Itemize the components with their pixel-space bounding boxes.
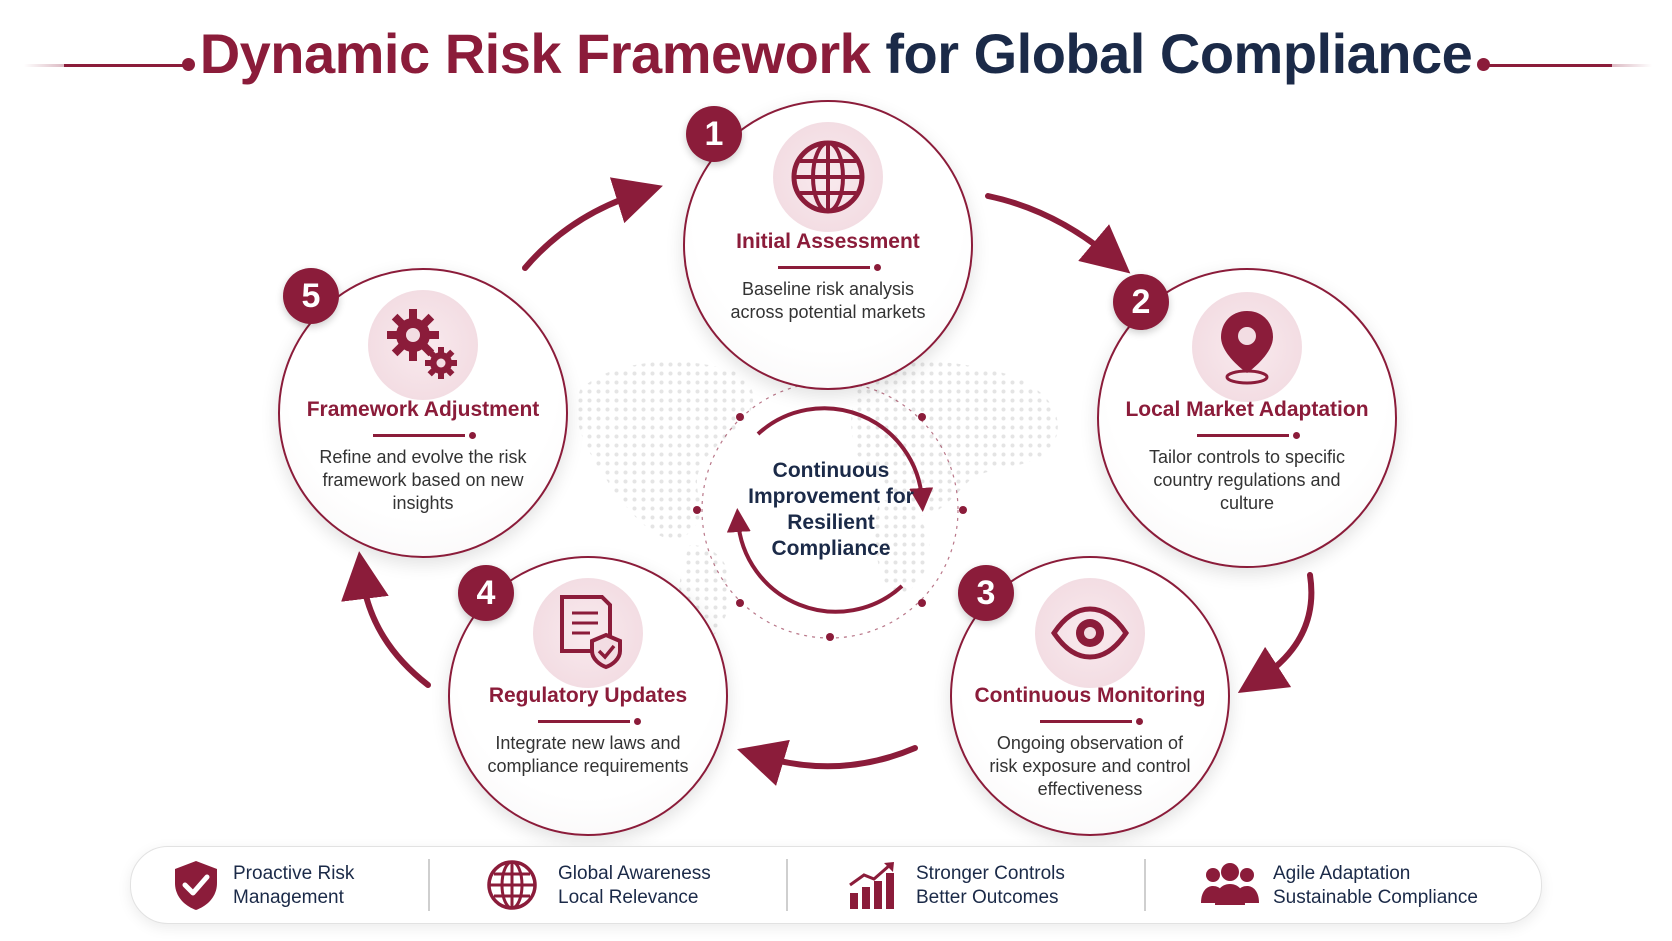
arrow-3-to-4 <box>737 739 918 786</box>
step-divider <box>778 266 870 269</box>
benefit-line-2: Local Relevance <box>558 887 699 908</box>
step-divider <box>538 720 630 723</box>
gears-icon <box>387 309 457 379</box>
world-map-background <box>576 361 1058 643</box>
step-divider <box>1040 720 1132 723</box>
benefit-line-1: Agile Adaptation <box>1273 863 1411 884</box>
step-icon-bg <box>1035 578 1145 688</box>
step-number-badge-2: 2 <box>1113 274 1169 330</box>
center-cycle-label: Continuous Improvement for Resilient Com… <box>748 459 914 560</box>
step-icon-bg <box>533 578 643 688</box>
globe-icon <box>487 860 537 910</box>
page-title: Dynamic Risk Framework for Global Compli… <box>0 18 1672 90</box>
benefit-item: Agile Adaptation Sustainable Compliance <box>1201 847 1531 923</box>
benefit-item: Global Awareness Local Relevance <box>486 847 786 923</box>
title-part-2: for Global Compliance <box>885 22 1473 85</box>
title-dot-left <box>182 58 195 71</box>
step-title: Regulatory Updates <box>488 684 688 707</box>
step-divider-dot <box>634 718 641 725</box>
step-description: Ongoing observation of risk exposure and… <box>989 733 1191 799</box>
step-description: Tailor controls to specific country regu… <box>1148 447 1346 513</box>
growth-chart-icon <box>849 862 894 909</box>
step-divider-dot <box>469 432 476 439</box>
step-description: Integrate new laws and compliance requir… <box>487 733 689 776</box>
eye-icon <box>1050 606 1130 660</box>
step-number-badge-4: 4 <box>458 565 514 621</box>
title-part-1: Dynamic Risk Framework <box>199 22 871 85</box>
benefit-separator <box>428 859 430 911</box>
shield-check-icon <box>175 861 217 910</box>
benefit-line-2: Management <box>233 887 344 908</box>
step-number-badge-1: 1 <box>686 106 742 162</box>
title-line-left <box>64 64 188 67</box>
arrow-2-to-3 <box>1237 572 1315 694</box>
step-divider-dot <box>874 264 881 271</box>
benefit-line-2: Better Outcomes <box>916 887 1059 908</box>
step-divider-dot <box>1293 432 1300 439</box>
step-title: Initial Assessment <box>736 230 920 253</box>
step-title: Framework Adjustment <box>306 398 540 421</box>
benefit-separator <box>786 859 788 911</box>
benefit-text: Proactive Risk Management <box>233 862 354 910</box>
step-icon-bg <box>773 122 883 232</box>
title-line-right <box>1488 64 1612 67</box>
step-title: Local Market Adaptation <box>1125 398 1369 421</box>
team-icon <box>1201 863 1259 905</box>
step-divider-dot <box>1136 718 1143 725</box>
benefit-separator <box>1144 859 1146 911</box>
step-description: Refine and evolve the risk framework bas… <box>319 447 527 513</box>
arrow-5-to-1 <box>522 177 663 271</box>
benefit-text: Global Awareness Local Relevance <box>558 862 711 910</box>
benefit-text: Stronger Controls Better Outcomes <box>916 862 1065 910</box>
title-dot-right <box>1477 58 1490 71</box>
benefits-bar: Proactive Risk Management Global Awarene… <box>130 846 1542 924</box>
benefit-line-2: Sustainable Compliance <box>1273 887 1478 908</box>
benefit-line-1: Stronger Controls <box>916 863 1065 884</box>
arrow-1-to-2 <box>985 193 1131 274</box>
step-divider <box>373 434 465 437</box>
step-icon-bg <box>1192 292 1302 402</box>
globe-icon <box>791 140 865 214</box>
benefit-line-1: Global Awareness <box>558 863 711 884</box>
arrow-4-to-5 <box>341 551 431 688</box>
benefit-line-1: Proactive Risk <box>233 863 355 884</box>
step-icon-bg <box>368 290 478 400</box>
step-description: Baseline risk analysis across potential … <box>730 279 926 322</box>
step-title: Continuous Monitoring <box>974 684 1206 707</box>
step-divider <box>1197 434 1289 437</box>
benefit-text: Agile Adaptation Sustainable Compliance <box>1273 862 1478 910</box>
step-number-badge-5: 5 <box>283 268 339 324</box>
title-line-fade-left <box>24 64 64 67</box>
document-shield-icon <box>560 595 622 670</box>
location-pin-icon <box>1221 311 1273 385</box>
cycle-arrows <box>341 177 1315 786</box>
benefit-item: Proactive Risk Management <box>171 847 451 923</box>
step-continuous-monitoring: Continuous Monitoring Ongoing observatio… <box>950 556 1230 836</box>
title-line-fade-right <box>1612 64 1652 67</box>
step-number-badge-3: 3 <box>958 565 1014 621</box>
benefit-item: Stronger Controls Better Outcomes <box>846 847 1146 923</box>
